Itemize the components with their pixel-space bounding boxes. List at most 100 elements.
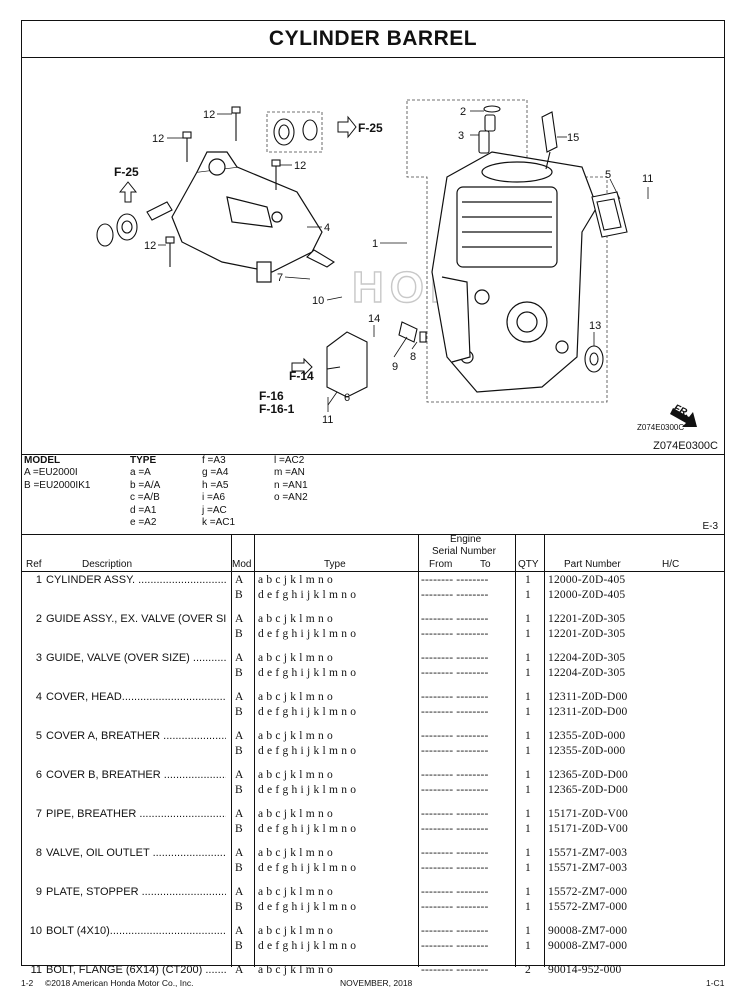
type-codes: d e f g h i j k l m n o (258, 784, 357, 796)
leader-lines (158, 110, 649, 412)
model-code: A (235, 847, 244, 859)
quantity: 1 (525, 823, 531, 835)
left-bearing-drawing (96, 201, 173, 247)
ref-number: 11 (30, 964, 42, 976)
serial-range: -------- -------- (421, 784, 489, 796)
type-codes: a b c j k l m n o (258, 574, 333, 586)
quantity: 1 (525, 901, 531, 913)
page-frame: CYLINDER BARREL HONDA (21, 20, 725, 976)
quantity: 1 (525, 862, 531, 874)
part-description: GUIDE ASSY., EX. VALVE (OVER SIZE) .. (46, 613, 226, 625)
head-cover-drawing (171, 151, 323, 283)
callout-13: 13 (589, 320, 601, 332)
part-description: COVER B, BREATHER ......................… (46, 769, 226, 781)
type-entry: e =A2 (130, 517, 157, 529)
model-code: A (235, 574, 244, 586)
quantity: 1 (525, 730, 531, 742)
part-description: COVER, HEAD.............................… (46, 691, 226, 703)
front-arrow-icon (670, 408, 697, 427)
model-code: A (235, 613, 244, 625)
bearing-group-box (266, 111, 323, 153)
ref-f14[interactable]: F-14 (289, 369, 314, 383)
type-entry: l =AC2 (274, 455, 305, 466)
valve-guides-drawing (478, 105, 501, 154)
type-entry: d =A1 (130, 504, 157, 516)
header-type: Type (324, 559, 346, 570)
part-number: 12000-Z0D-405 (548, 589, 626, 601)
type-codes: d e f g h i j k l m n o (258, 745, 357, 757)
diagram-drawing: HONDA (96, 99, 697, 432)
ref-f25-top[interactable]: F-25 (358, 121, 383, 135)
callout-11a: 11 (642, 173, 653, 185)
quantity: 1 (525, 691, 531, 703)
serial-range: -------- -------- (421, 940, 489, 952)
type-codes: d e f g h i j k l m n o (258, 589, 357, 601)
cylinder-group-box (406, 99, 608, 403)
model-code: B (235, 823, 243, 835)
type-header: TYPE (130, 455, 157, 466)
type-entry: g =A4 (202, 467, 229, 479)
model-code: A (235, 652, 244, 664)
serial-range: -------- -------- (421, 769, 489, 781)
serial-range: -------- -------- (421, 652, 489, 664)
footer-code: 1-C1 (706, 978, 725, 988)
header-ref: Ref (26, 559, 42, 570)
ref-f16-1[interactable]: F-16-1 (259, 402, 295, 416)
callout-4: 4 (324, 222, 330, 234)
type-entry: k =AC1 (202, 517, 236, 529)
type-codes: a b c j k l m n o (258, 613, 333, 625)
section-ref: E-3 (702, 521, 718, 532)
type-entry: b =A/A (130, 479, 161, 491)
part-number: 90008-ZM7-000 (548, 940, 628, 952)
footer-copyright: ©2018 American Honda Motor Co., Inc. (45, 978, 194, 988)
ref-f16[interactable]: F-16 (259, 389, 284, 403)
quantity: 1 (525, 667, 531, 679)
ref-number: 9 (35, 886, 42, 898)
model-code: B (235, 901, 243, 913)
header-serial-number: Serial Number (432, 546, 496, 557)
serial-range: -------- -------- (421, 628, 489, 640)
header-to: To (480, 559, 491, 570)
type-entry: f =A3 (202, 455, 226, 466)
ref-number: 6 (35, 769, 42, 781)
quantity: 1 (525, 706, 531, 718)
callout-15: 15 (567, 132, 579, 144)
serial-range: -------- -------- (421, 862, 489, 874)
type-codes: d e f g h i j k l m n o (258, 862, 357, 874)
ref-number: 1 (35, 574, 42, 586)
callout-2: 2 (460, 106, 466, 118)
serial-range: -------- -------- (421, 613, 489, 625)
header-description: Description (82, 559, 133, 570)
type-entry: j =AC (202, 504, 227, 516)
serial-range: -------- -------- (421, 964, 489, 976)
type-codes: a b c j k l m n o (258, 769, 333, 781)
model-code: A (235, 769, 244, 781)
quantity: 1 (525, 628, 531, 640)
model-entry: A =EU2000I (24, 467, 78, 479)
quantity: 1 (525, 589, 531, 601)
part-description: GUIDE, VALVE (OVER SIZE) ...............… (46, 652, 226, 664)
serial-range: -------- -------- (421, 823, 489, 835)
oil-seal-drawing (584, 345, 604, 373)
breather-pipe-drawing (306, 249, 336, 268)
diagram-code: Z074E0300C (653, 440, 718, 452)
callout-5: 5 (605, 169, 611, 181)
ref-arrow-icon (337, 115, 357, 139)
ref-f25-left[interactable]: F-25 (114, 165, 139, 179)
serial-range: -------- -------- (421, 667, 489, 679)
callout-3: 3 (458, 130, 464, 142)
model-header: MODEL (24, 455, 61, 466)
part-number: 90008-ZM7-000 (548, 925, 628, 937)
type-entry: i =A6 (202, 492, 226, 504)
model-code: A (235, 730, 244, 742)
ref-number: 5 (35, 730, 42, 742)
